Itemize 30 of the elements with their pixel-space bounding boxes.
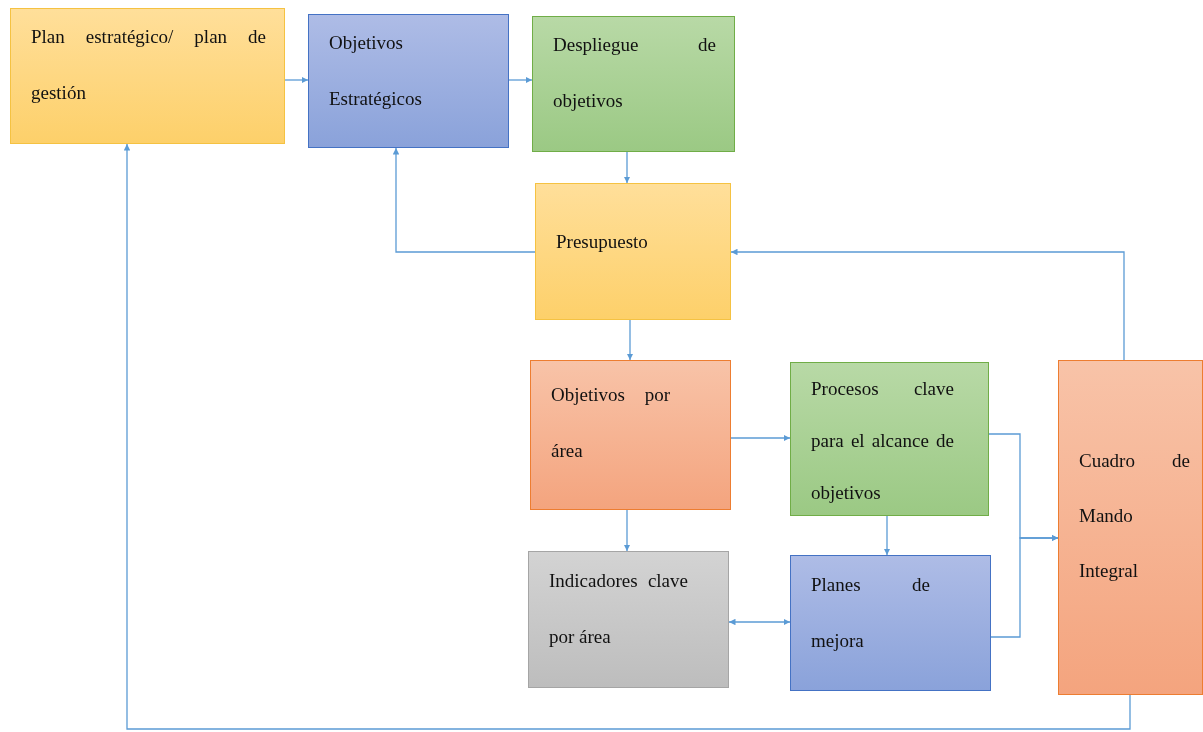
arrow	[730, 248, 1125, 361]
process-box	[528, 551, 729, 688]
process-box	[10, 8, 285, 144]
box-label: Planes de mejora	[811, 573, 930, 653]
arrow	[623, 151, 631, 184]
arrow	[990, 534, 1059, 638]
box-label: Procesos clave para el alcance de objetivos	[811, 377, 954, 505]
box-label: Objetivos Estratégicos	[329, 31, 423, 111]
process-box	[1058, 360, 1203, 695]
arrow	[730, 434, 791, 442]
arrow	[626, 319, 634, 361]
arrow	[392, 147, 536, 253]
arrow	[508, 76, 533, 84]
process-box	[532, 16, 735, 152]
arrow	[284, 76, 309, 84]
arrow	[728, 618, 791, 626]
box-label: Indicadores clave por área	[549, 569, 688, 649]
process-box	[790, 555, 991, 691]
box-label: Despliegue de objetivos	[553, 33, 716, 113]
process-box	[535, 183, 731, 320]
box-label: Cuadro de Mando Integral	[1079, 449, 1190, 583]
process-box	[790, 362, 989, 516]
box-label: Presupuesto	[556, 230, 649, 254]
arrow	[123, 143, 1131, 730]
box-label: Objetivos por área	[551, 383, 670, 463]
process-box	[530, 360, 731, 510]
process-box	[308, 14, 509, 148]
box-label: Plan estratégico/ plan de gestión	[31, 25, 266, 105]
arrow	[883, 515, 891, 556]
arrow	[623, 509, 631, 552]
